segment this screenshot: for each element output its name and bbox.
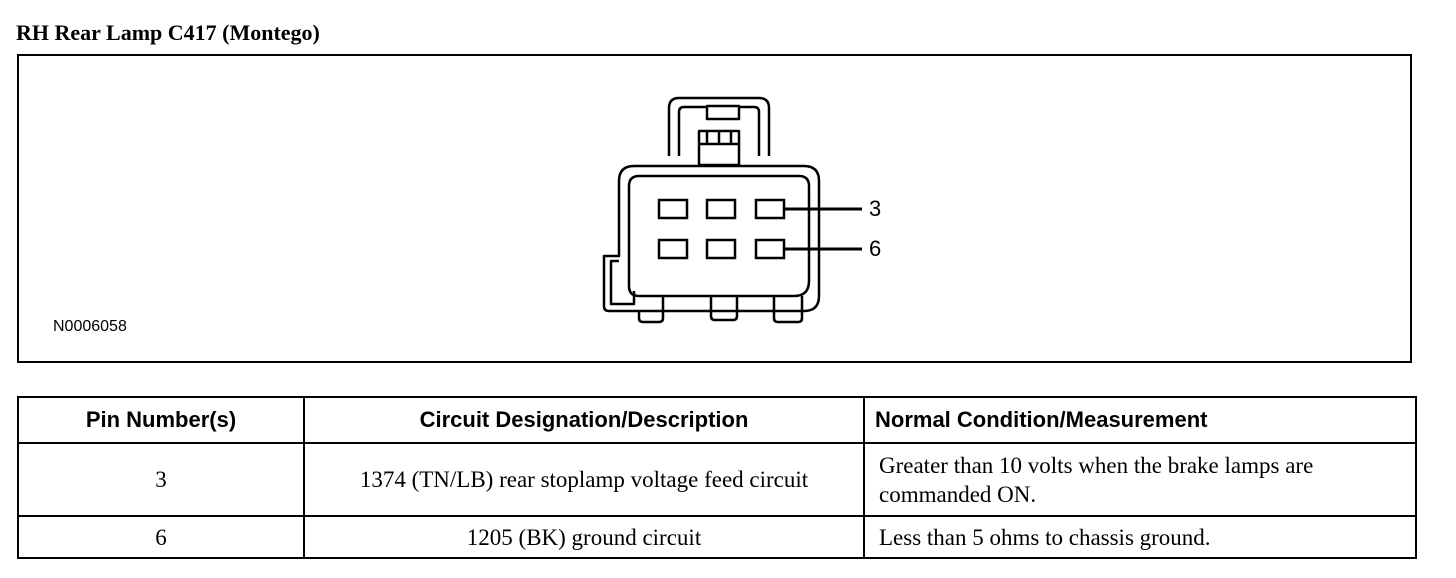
cavity-5 (705, 238, 737, 260)
figure-id: N0006058 (53, 318, 127, 335)
cell-circuit: 1374 (TN/LB) rear stoplamp voltage feed … (303, 442, 865, 517)
cell-condition: Greater than 10 volts when the brake lam… (863, 442, 1417, 517)
foot-middle (709, 296, 739, 322)
pin-label-3: 3 (869, 196, 882, 221)
housing-outer (602, 164, 821, 313)
header-pin-number: Pin Number(s) (17, 396, 305, 444)
cell-pin: 3 (17, 442, 305, 517)
foot-left (637, 296, 665, 324)
pin-label-6: 6 (869, 236, 882, 261)
pin-cavities (657, 198, 786, 260)
cavity-4 (657, 238, 689, 260)
table-row: 3 1374 (TN/LB) rear stoplamp voltage fee… (17, 442, 1417, 517)
housing-inner (627, 174, 811, 298)
foot-right (772, 296, 804, 324)
connector-figure: 3 6 N0006058 (17, 54, 1412, 363)
pin-table: Pin Number(s) Circuit Designation/Descri… (17, 396, 1417, 559)
connector-drawing (602, 96, 862, 324)
latch-outer (667, 96, 771, 156)
header-circuit: Circuit Designation/Description (303, 396, 865, 444)
page-title: RH Rear Lamp C417 (Montego) (16, 20, 320, 45)
cell-condition: Less than 5 ohms to chassis ground. (863, 515, 1417, 559)
cell-pin: 6 (17, 515, 305, 559)
cavity-1 (657, 198, 689, 220)
header-condition: Normal Condition/Measurement (863, 396, 1417, 444)
latch-tab (705, 104, 741, 121)
table-header-row: Pin Number(s) Circuit Designation/Descri… (17, 396, 1417, 444)
cavity-6 (754, 238, 786, 260)
cavity-2 (705, 198, 737, 220)
cell-circuit: 1205 (BK) ground circuit (303, 515, 865, 559)
table-row: 6 1205 (BK) ground circuit Less than 5 o… (17, 515, 1417, 559)
cavity-3 (754, 198, 786, 220)
housing-left-tab (609, 259, 636, 306)
